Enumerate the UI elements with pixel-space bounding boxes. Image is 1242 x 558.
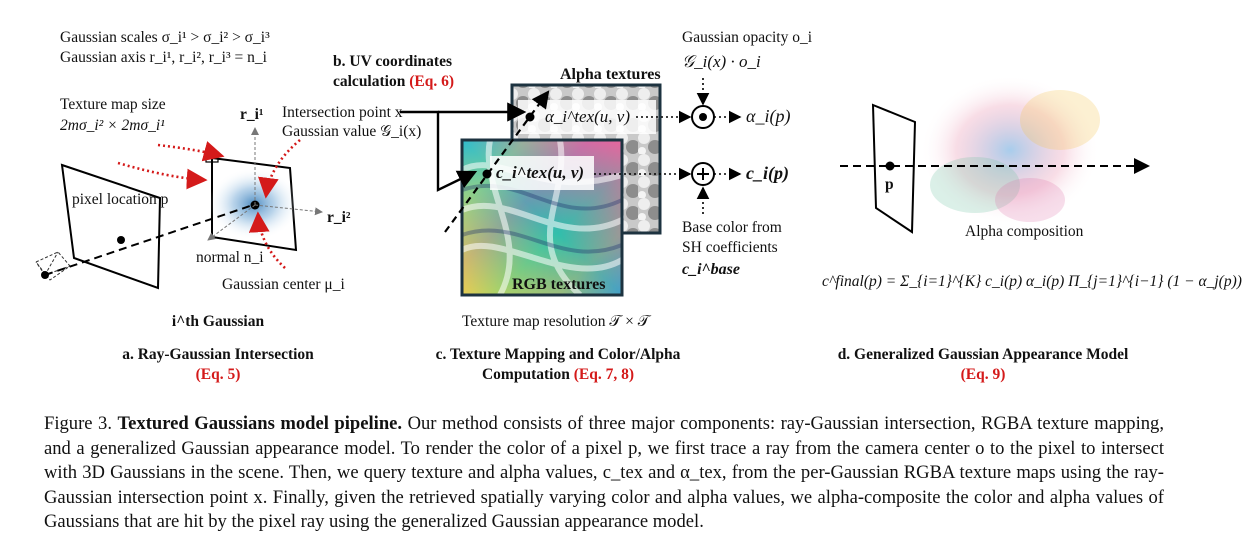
base-color-line2: SH coefficients (682, 239, 778, 256)
alpha-output: α_i(p) (746, 106, 791, 126)
caption-figure-number: Figure 3. (44, 413, 112, 434)
color-lookup-label: c_i^tex(u, v) (496, 163, 585, 182)
alpha-textures-label: Alpha textures (560, 66, 661, 83)
texture-resolution-label: Texture map resolution 𝒯 × 𝒯 (462, 313, 650, 330)
gaussian-cloud (920, 75, 1100, 225)
base-color-expr: c_i^base (682, 261, 740, 278)
panel-b-title-line1: b. UV coordinates (333, 53, 452, 70)
figure-diagram (35, 75, 1150, 298)
figure: Gaussian scales σ_i¹ > σ_i² > σ_i³ Gauss… (35, 29, 1242, 383)
base-color-line1: Base color from (682, 219, 782, 236)
pixel-plane (871, 103, 917, 234)
axis-r2-label: r_i² (327, 209, 351, 226)
camera-icon (35, 251, 71, 281)
image-plane (60, 163, 162, 290)
composition-formula: c^final(p) = Σ_{i=1}^{K} c_i(p) α_i(p) Π… (822, 273, 1242, 290)
panel-c-eq: (Eq. 7, 8) (573, 366, 635, 383)
panel-d-title: d. Generalized Gaussian Appearance Model (837, 346, 1129, 363)
caption-body: Our method consists of three major compo… (44, 413, 1165, 533)
figure-caption: Figure 3. Textured Gaussians model pipel… (44, 412, 1164, 535)
panel-b-eq: (Eq. 6) (409, 73, 455, 90)
camera-ray (44, 205, 251, 276)
panel-c-title-line1: c. Texture Mapping and Color/Alpha (435, 346, 681, 363)
panel-c-title-line2: Computation (Eq. 7, 8) (481, 366, 635, 383)
texture-size-expr: 2mσ_i² × 2mσ_i¹ (60, 117, 165, 134)
gaussian-axis-text: Gaussian axis r_i¹, r_i², r_i³ = n_i (60, 49, 267, 66)
pixel-location-label: pixel location p (72, 191, 169, 208)
panel-a-title: a. Ray-Gaussian Intersection (122, 346, 314, 363)
color-output: c_i(p) (746, 163, 789, 183)
gaussian-value-label: Gaussian value 𝒢_i(x) (282, 123, 422, 140)
rgb-textures-label: RGB textures (512, 276, 606, 293)
normal-label: normal n_i (196, 249, 264, 266)
intersection-point-label: Intersection point x (282, 104, 403, 121)
alpha-lookup-label: α_i^tex(u, v) (545, 107, 630, 126)
gaussian-scales-text: Gaussian scales σ_i¹ > σ_i² > σ_i³ (60, 29, 270, 46)
caption-lead: Textured Gaussians model pipeline. (117, 413, 403, 434)
panel-a-eq: (Eq. 5) (195, 366, 241, 383)
opacity-expr: 𝒢_i(x) · o_i (682, 52, 761, 71)
panel-d-eq: (Eq. 9) (960, 366, 1006, 383)
gaussian-center-label: Gaussian center μ_i (222, 276, 345, 293)
panel-b-title-line2: calculation (Eq. 6) (333, 73, 455, 90)
alpha-composition-label: Alpha composition (965, 223, 1084, 240)
texture-size-label: Texture map size (60, 96, 166, 113)
gaussian-opacity-label: Gaussian opacity o_i (682, 29, 813, 46)
panel-d-pixel-label: p (885, 176, 894, 193)
axis-r1-label: r_i¹ (240, 106, 264, 123)
ith-gaussian-label: i^th Gaussian (171, 313, 265, 330)
